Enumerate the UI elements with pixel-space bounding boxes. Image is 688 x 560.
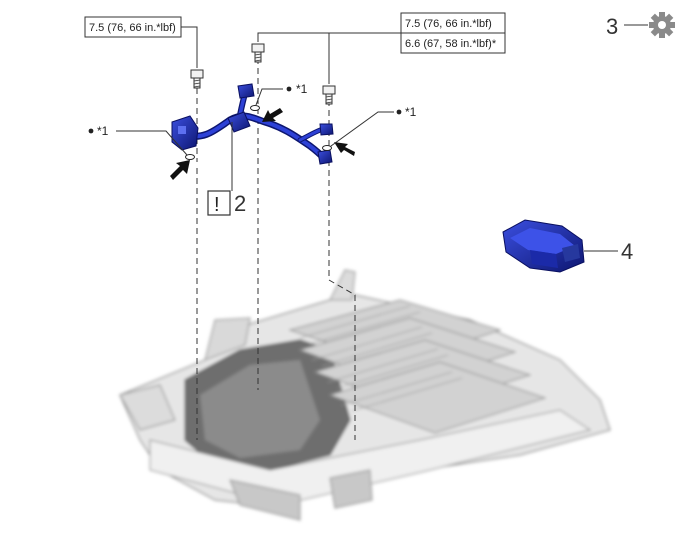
gear-icon: [649, 12, 675, 38]
insert-arrow-icon: [334, 142, 355, 156]
gasket-center[interactable]: [250, 105, 260, 111]
callout-number-3: 3: [606, 14, 618, 39]
note-center: *1: [286, 82, 308, 96]
battery-frame-assembly: [119, 269, 688, 521]
note-right: *1: [396, 105, 417, 119]
callout-number-4: 4: [621, 239, 633, 264]
callout-tool[interactable]: 3: [606, 12, 675, 39]
callout-number-2: 2: [234, 191, 246, 216]
note-leader-lines: [116, 88, 394, 156]
note-left-text: *1: [97, 124, 109, 138]
note-center-text: *1: [296, 82, 308, 96]
bolt-left[interactable]: [190, 69, 204, 89]
part-module[interactable]: 4: [502, 219, 633, 273]
gasket-left[interactable]: [185, 154, 195, 160]
insert-arrow-icon: [170, 160, 190, 180]
torque-spec-left: 7.5 (76, 66 in.*lbf): [84, 16, 198, 68]
torque-spec-right: 7.5 (76, 66 in.*lbf) 6.6 (67, 58 in.*lbf…: [257, 12, 506, 84]
gasket-right[interactable]: [322, 145, 332, 151]
bolt-center[interactable]: [251, 43, 265, 63]
torque-spec-right-line2: 6.6 (67, 58 in.*lbf)*: [405, 38, 497, 50]
torque-spec-left-text: 7.5 (76, 66 in.*lbf): [89, 22, 176, 34]
installation-guide-lines: [196, 58, 356, 440]
callout-wire-harness[interactable]: ! 2: [207, 122, 246, 216]
warning-symbol: !: [214, 194, 220, 216]
note-right-text: *1: [405, 105, 417, 119]
torque-spec-right-line1: 7.5 (76, 66 in.*lbf): [405, 18, 492, 30]
wire-harness[interactable]: [171, 83, 334, 165]
note-left: *1: [88, 124, 109, 138]
insert-arrow-icon: [262, 108, 283, 122]
bolt-right[interactable]: [322, 85, 336, 105]
